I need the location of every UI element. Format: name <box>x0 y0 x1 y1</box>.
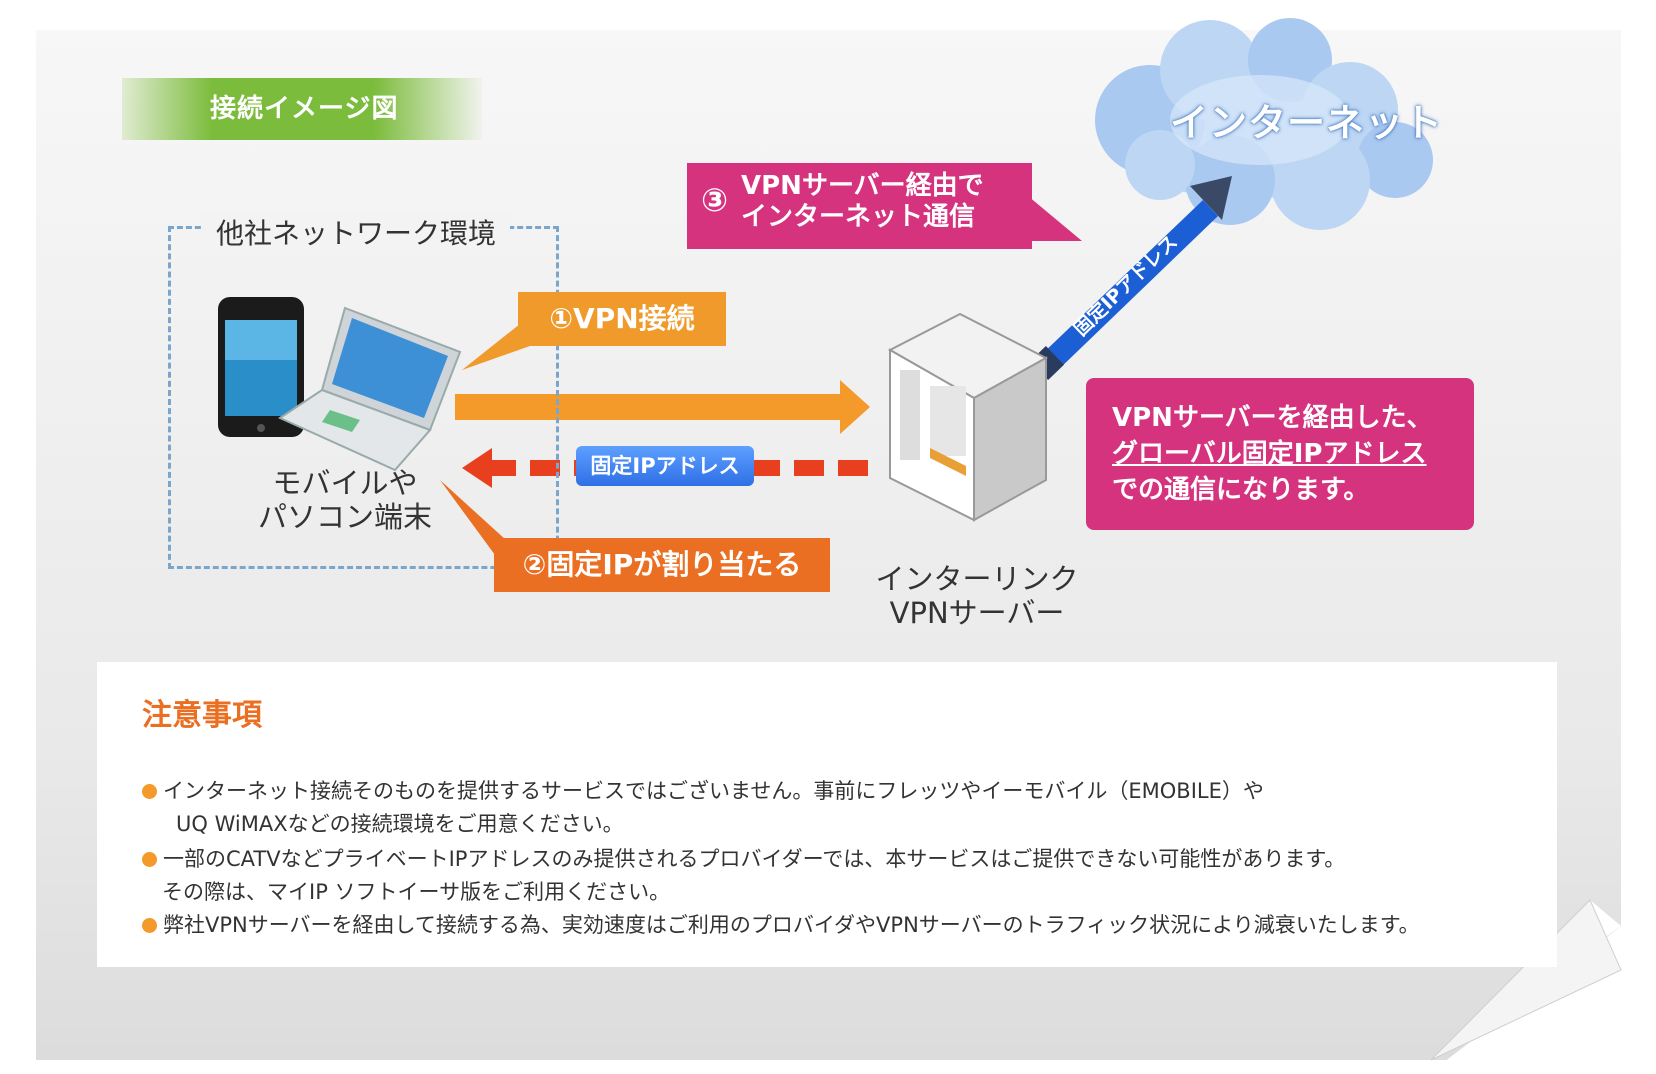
device-label: モバイルや パソコン端末 <box>258 466 433 534</box>
note-item: インターネット接続そのものを提供するサービスではございません。事前にフレッツやイ… <box>142 742 1264 874</box>
vpn-connect-arrow <box>455 380 870 434</box>
info-line-3: での通信になります。 <box>1112 475 1370 505</box>
callout1-tail <box>462 316 530 370</box>
notes-box <box>97 662 1557 967</box>
step3-callout: ③ VPNサーバー経由で インターネット通信 <box>687 163 1032 249</box>
info-box: VPNサーバーを経由した、 グローバル固定IPアドレス での通信になります。 <box>1086 378 1474 530</box>
note-item: 一部のCATVなどプライベートIPアドレスのみ提供されるプロバイダーでは、本サー… <box>142 810 1345 942</box>
note-text: インターネット接続そのものを提供するサービスではございません。事前にフレッツやイ… <box>163 779 1264 803</box>
network-label: 他社ネットワーク環境 <box>202 212 511 252</box>
note-text-cont: その際は、マイIP ソフトイーサ版をご利用ください。 <box>162 880 671 904</box>
step3-text: VPNサーバー経由で インターネット通信 <box>741 171 984 232</box>
phone-icon <box>218 297 304 437</box>
note-text-cont: UQ WiMAXなどの接続環境をご用意ください。 <box>176 812 624 836</box>
fixed-ip-badge: 固定IPアドレス <box>576 446 754 486</box>
step3-number: ③ <box>701 181 729 219</box>
server-label: インターリンク VPNサーバー <box>875 562 1079 630</box>
ip-arrow-label: 固定IPアドレス <box>1069 230 1182 340</box>
diagram-title: 接続イメージ図 <box>122 78 482 140</box>
info-line-1: VPNサーバーを経由した、 <box>1112 403 1433 433</box>
note-item: 弊社VPNサーバーを経由して接続する為、実効速度はご利用のプロバイダやVPNサー… <box>142 876 1420 942</box>
info-line-2: グローバル固定IPアドレス <box>1112 439 1427 469</box>
server-icon <box>887 312 1049 522</box>
bullet-icon <box>142 918 157 933</box>
cloud-icon <box>1095 18 1433 230</box>
note-text: 一部のCATVなどプライベートIPアドレスのみ提供されるプロバイダーでは、本サー… <box>163 847 1346 871</box>
laptop-icon <box>277 306 462 472</box>
callout2-tail <box>440 480 506 570</box>
page-curl <box>1430 899 1622 1061</box>
notes-title: 注意事項 <box>142 698 262 733</box>
note-text: 弊社VPNサーバーを経由して接続する為、実効速度はご利用のプロバイダやVPNサー… <box>163 913 1420 937</box>
callout3-tail <box>1028 196 1082 241</box>
step2-callout: ②固定IPが割り当たる <box>494 538 830 592</box>
step1-callout: ①VPN接続 <box>518 292 726 346</box>
bullet-icon <box>142 784 157 799</box>
bullet-icon <box>142 852 157 867</box>
internet-label: インターネット <box>1170 101 1444 145</box>
